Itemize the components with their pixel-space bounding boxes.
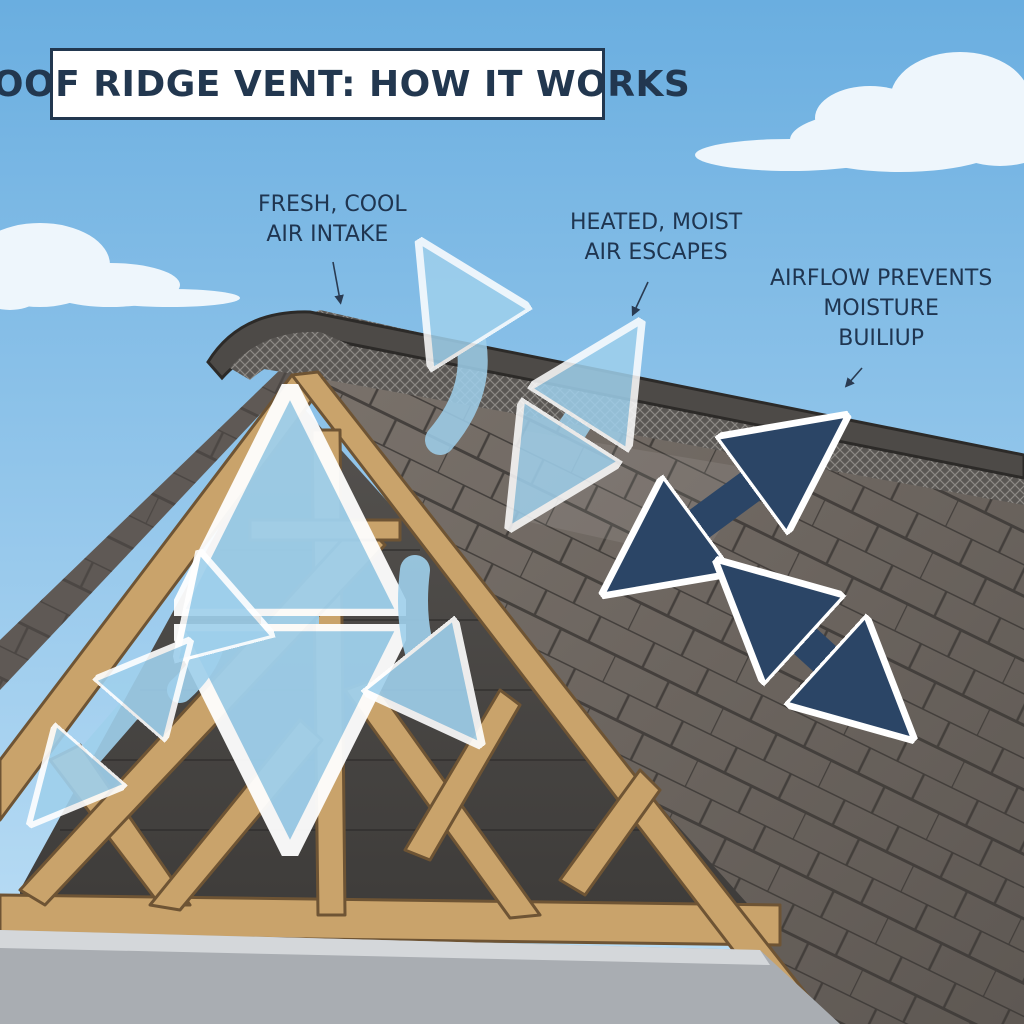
callout-escape: HEATED, MOIST AIR ESCAPES bbox=[570, 208, 742, 268]
escape-arrow bbox=[540, 370, 610, 480]
attic-airflow-arrows bbox=[60, 290, 610, 790]
outside-airflow-arrows bbox=[650, 450, 870, 700]
callout-intake: FRESH, COOL AIR INTAKE bbox=[258, 190, 407, 250]
callout-moisture-line-1: AIRFLOW PREVENTS bbox=[770, 266, 993, 291]
fascia bbox=[0, 930, 840, 1024]
cloud-left bbox=[0, 223, 240, 310]
callout-moisture-line-2: MOISTURE bbox=[823, 296, 939, 321]
callout-escape-line-1: HEATED, MOIST bbox=[570, 210, 743, 235]
cloud-right bbox=[695, 52, 1024, 172]
callout-intake-line-2: AIR INTAKE bbox=[266, 222, 389, 247]
callout-moisture-line-3: BUILIUP bbox=[838, 326, 925, 351]
callout-moisture: AIRFLOW PREVENTS MOISTURE BUILIUP bbox=[770, 264, 992, 354]
page-title: ROOF RIDGE VENT: HOW IT WORKS bbox=[0, 63, 691, 105]
callout-leaders bbox=[332, 261, 863, 388]
airflow-arrow-lower bbox=[760, 600, 870, 700]
diagonal-arrow-left bbox=[60, 675, 160, 790]
airflow-arrow-upper bbox=[650, 450, 800, 560]
callout-escape-line-2: AIR ESCAPES bbox=[584, 240, 728, 265]
downdraft-arrow bbox=[413, 555, 445, 700]
intake-curve-arrow bbox=[440, 290, 473, 455]
callout-intake-line-1: FRESH, COOL bbox=[258, 192, 407, 217]
title-banner: ROOF RIDGE VENT: HOW IT WORKS bbox=[0, 48, 690, 120]
